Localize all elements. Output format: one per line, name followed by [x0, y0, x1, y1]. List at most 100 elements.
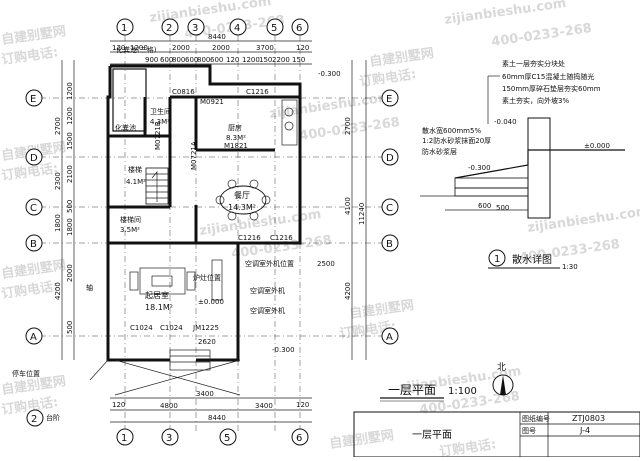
aircon-label: 空调室外机 — [250, 286, 285, 295]
detail-dim: 500 — [496, 204, 509, 212]
dim-top-sub: 150 — [259, 56, 272, 64]
dim-top-sub: 150 — [292, 56, 305, 64]
dim-left-sub: 500 — [66, 321, 74, 334]
door-tag: M0921 — [200, 98, 224, 106]
top-dimensions: 8440 120 1200 2000 2000 3700 120 900 600… — [110, 33, 312, 65]
dim-top-seg: 120 — [112, 44, 125, 52]
detail-elev: -0.040 — [494, 118, 517, 126]
dim-top-sub: 900 — [145, 56, 158, 64]
level-tag: -0.300 — [318, 70, 341, 78]
title-block-sheet-label: 图号 — [522, 427, 536, 435]
north-label: 北 — [497, 362, 506, 373]
watermark-order: 订购电话: — [0, 394, 59, 418]
bottom-axis-bubbles: 1 3 5 6 — [116, 428, 309, 446]
room-name: 起居室 — [145, 290, 169, 300]
watermark-order: 订购电话: — [0, 160, 59, 184]
dim-left-sub: 1500 — [66, 132, 74, 150]
detail-note: 150mm厚碎石垫层夯实60mm — [502, 84, 601, 93]
axis-left-B: B — [30, 239, 37, 250]
dim-left-sub: 2000 — [66, 264, 74, 282]
plan-title-scale: 1:100 — [448, 386, 477, 397]
dim-bottom-seg: 120 — [112, 401, 125, 409]
dim-2500: 2500 — [317, 260, 335, 268]
walls — [106, 64, 302, 362]
detail-elev: ±0.000 — [584, 142, 610, 150]
dim-left-sub: 1200 — [66, 82, 74, 100]
dim-left: 2700 — [54, 117, 62, 135]
dining-table — [215, 179, 271, 221]
plan-title-text: 一层平面 — [388, 383, 436, 397]
dim-right: 2700 — [344, 117, 352, 135]
axis-top-2: 2 — [166, 23, 172, 34]
watermark-order: 订购电话: — [0, 278, 59, 302]
room-area: 3.5M² — [120, 226, 140, 234]
axis-top-6: 6 — [296, 23, 302, 34]
window-tag: C1024 — [160, 324, 183, 332]
title-block: 一层平面 图纸编号 ZTJ0803 图号 J-4 — [353, 411, 640, 458]
opening-labels: C0816 M0921 C1216 M1821 M0721A M0721B C1… — [12, 70, 341, 422]
window-tag: C0816 — [172, 88, 195, 96]
axis-right-D: D — [386, 153, 394, 164]
dim-bottom-total: 8440 — [208, 414, 226, 422]
watermark-order: 订购电话: — [438, 436, 497, 457]
window-tag: C1216 — [270, 234, 293, 242]
watermark-brand: 自建别墅网 — [368, 45, 435, 70]
dim-top-sub: 600 — [160, 56, 173, 64]
room-name: 餐厅 — [234, 191, 250, 200]
room-area: 4.1M² — [126, 178, 146, 186]
dim-top-seg: 3700 — [256, 44, 274, 52]
axis-top-4: 4 — [234, 23, 240, 34]
window-tag: C1024 — [130, 324, 153, 332]
dim-top-seg: 1200 — [130, 44, 148, 52]
watermark-phone: 400-0233-268 — [490, 21, 592, 50]
room-name: 卫生间 — [150, 107, 171, 116]
fire-position: 炉灶位置 — [193, 273, 221, 282]
dim-bottom-seg: 4800 — [160, 402, 178, 410]
detail-drawing: 素土一层夯实分块处 60mm厚C15混凝土随捣随光 150mm厚碎石垫层夯实60… — [420, 59, 625, 271]
room-name: 楼梯 — [128, 165, 142, 174]
axis-2-marker: 2 — [26, 409, 44, 427]
dim-right-total: 11240 — [358, 203, 366, 225]
window-tag: C1216 — [238, 234, 261, 242]
entry-steps — [89, 349, 241, 396]
detail-title: 散水详图 — [512, 253, 552, 266]
detail-note: 60mm厚C15混凝土随捣随光 — [502, 72, 594, 81]
dim-top-seg: 2000 — [172, 44, 190, 52]
plan-title: 一层平面 1:100 — [380, 383, 477, 402]
room-area: 18.1M² — [145, 303, 173, 312]
axis-bottom-1: 1 — [121, 433, 127, 444]
dim-left: 1800 — [54, 214, 62, 232]
dim-bottom-seg: 120 — [296, 401, 309, 409]
door-tag: JM1225 — [192, 324, 219, 332]
aircon-label: 空调室外机 — [250, 306, 285, 315]
axis-2-label: 2 — [31, 414, 37, 425]
detail-elev: -0.300 — [468, 164, 491, 172]
dim-top-total: 8440 — [208, 33, 226, 41]
axis-top-1: 1 — [121, 23, 127, 34]
dim-bottom-seg: 3400 — [255, 402, 273, 410]
axis-label: 轴 — [86, 283, 93, 292]
left-dimensions: 2700 2300 1800 4200 1200 1200 1500 2100 … — [54, 60, 75, 360]
dim-left: 4200 — [54, 282, 62, 300]
septic-label: 化粪池(三格) — [116, 45, 157, 54]
axis-right-E: E — [386, 94, 392, 105]
dim-right: 4100 — [344, 197, 352, 215]
dim-right: 4200 — [344, 282, 352, 300]
parking-label: 停车位置 — [12, 369, 40, 378]
axis-right-B: B — [386, 239, 393, 250]
dim-top-sub: 800 — [197, 56, 210, 64]
dim-top-seg: 120 — [296, 44, 309, 52]
dim-top-sub: 600 — [185, 56, 198, 64]
door-tag: 2620 — [198, 338, 216, 346]
room-name: 楼梯间 — [120, 215, 141, 224]
axis-bottom-5: 5 — [224, 433, 230, 444]
dim-left: 2300 — [54, 172, 62, 190]
watermark-url: zijianbieshu.com — [526, 204, 640, 236]
level-tag: -0.300 — [272, 346, 295, 354]
watermark-brand: 自建别墅网 — [348, 297, 415, 322]
dim-left-sub: 2100 — [66, 165, 74, 183]
axis-top-3: 3 — [192, 23, 198, 34]
